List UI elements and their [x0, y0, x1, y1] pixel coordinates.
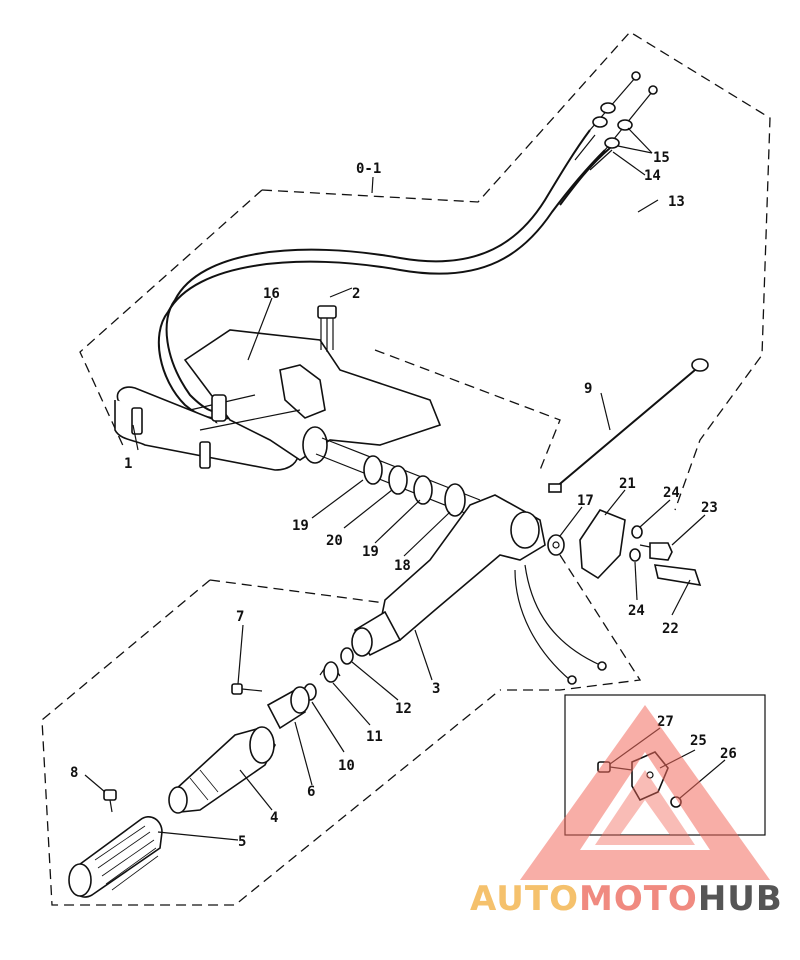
callout-8: 8	[70, 765, 78, 781]
callout-24-b: 24	[628, 603, 645, 619]
shift-rod-9	[548, 358, 709, 493]
callout-22: 22	[662, 621, 679, 637]
callout-26: 26	[720, 746, 737, 762]
callout-20: 20	[326, 533, 343, 549]
svg-text:AUTOMOTOHUB: AUTOMOTOHUB	[470, 879, 783, 919]
callout-4: 4	[270, 810, 278, 826]
callout-19-b: 19	[362, 544, 379, 560]
callout-14: 14	[644, 168, 661, 184]
callout-12: 12	[395, 701, 412, 717]
callout-labels: 0-1 2 16 1 9 15 14 13 19 20 19 18 17 21 …	[70, 150, 737, 850]
washers-18-20	[363, 455, 466, 517]
watermark-triangle-inner	[595, 770, 695, 845]
tiller-arm	[351, 494, 607, 685]
callout-13: 13	[668, 194, 685, 210]
callout-19-a: 19	[292, 518, 309, 534]
watermark-text-moto: MOTO	[579, 879, 698, 919]
callout-11: 11	[366, 729, 383, 745]
callout-0-1: 0-1	[356, 161, 381, 177]
mounting-bracket	[114, 329, 481, 516]
callout-7: 7	[236, 609, 244, 625]
callout-25: 25	[690, 733, 707, 749]
cover-and-bolts	[547, 509, 702, 587]
watermark-text-auto: AUTO	[470, 879, 579, 919]
callout-17: 17	[577, 493, 594, 509]
callout-6: 6	[307, 784, 315, 800]
bolt-2	[317, 305, 337, 352]
callout-5: 5	[238, 834, 246, 850]
callout-18: 18	[394, 558, 411, 574]
grip-assembly	[68, 647, 354, 898]
callout-21: 21	[619, 476, 636, 492]
callout-16: 16	[263, 286, 280, 302]
callout-1: 1	[124, 456, 132, 472]
callout-2: 2	[352, 286, 360, 302]
callout-9: 9	[584, 381, 592, 397]
assembly-boundaries	[41, 31, 771, 906]
callout-10: 10	[338, 758, 355, 774]
watermark-text-hub: HUB	[698, 879, 783, 919]
callout-15: 15	[653, 150, 670, 166]
callout-3: 3	[432, 681, 440, 697]
callout-24-a: 24	[663, 485, 680, 501]
watermark-logo: AUTOMOTOHUB	[470, 705, 783, 919]
watermark-triangle	[520, 705, 770, 880]
callout-23: 23	[701, 500, 718, 516]
callout-27: 27	[657, 714, 674, 730]
